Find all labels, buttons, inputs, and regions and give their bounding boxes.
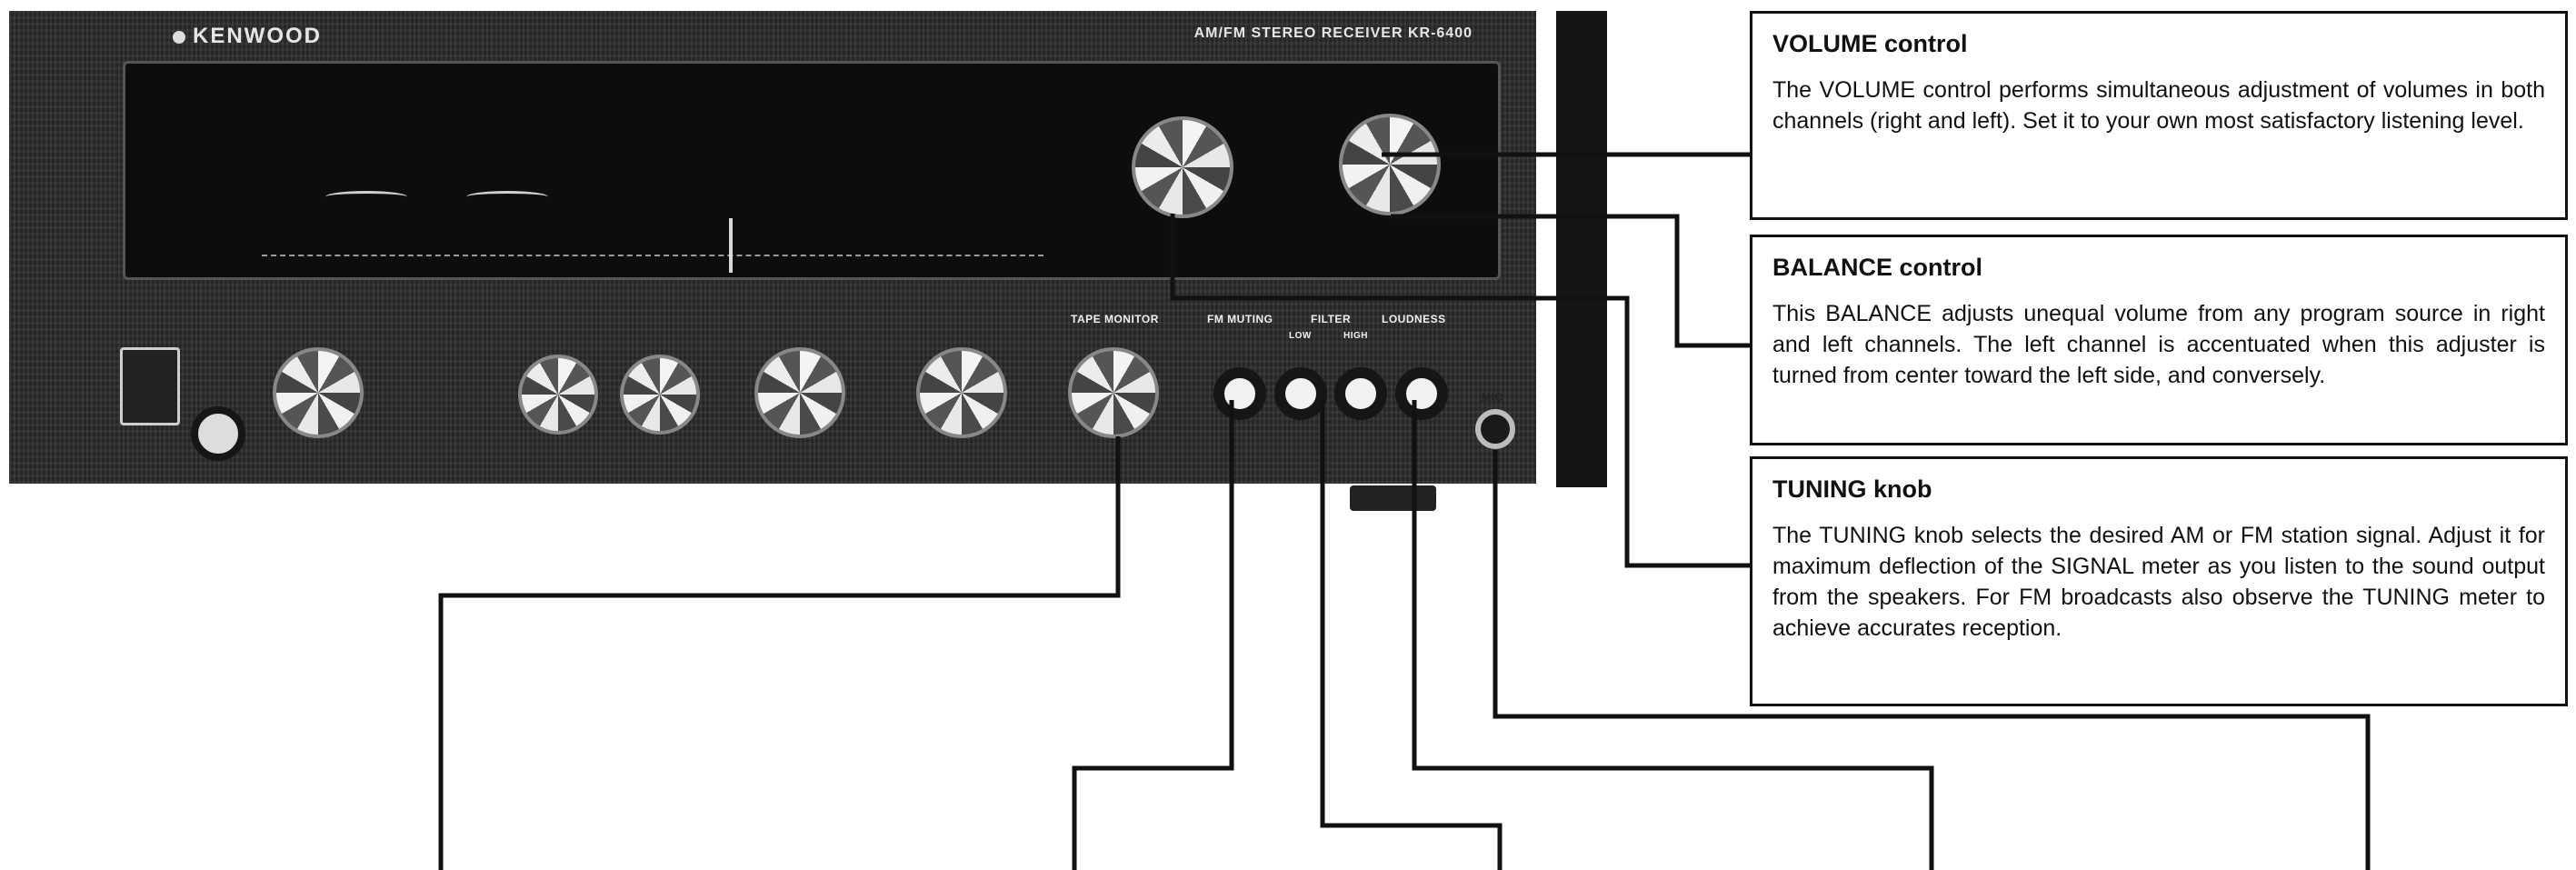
leader-line-tape-monitor	[441, 436, 1118, 870]
volume-callout: VOLUME control The VOLUME control perfor…	[1750, 11, 2568, 220]
leader-line-filter	[1323, 400, 1500, 870]
leader-line-fm-muting	[1074, 400, 1232, 870]
callout-body: This BALANCE adjusts unequal volume from…	[1772, 298, 2545, 391]
leader-line-balance	[1391, 216, 1750, 345]
balance-callout: BALANCE control This BALANCE adjusts une…	[1750, 235, 2568, 445]
callout-body: The TUNING knob selects the desired AM o…	[1772, 520, 2545, 644]
tuning-callout: TUNING knob The TUNING knob selects the …	[1750, 456, 2568, 706]
callout-title: TUNING knob	[1772, 475, 2545, 504]
leader-line-tuning	[1173, 214, 1750, 565]
callout-title: BALANCE control	[1772, 254, 2545, 282]
callout-title: VOLUME control	[1772, 30, 2545, 58]
callout-body: The VOLUME control performs simultaneous…	[1772, 75, 2545, 136]
